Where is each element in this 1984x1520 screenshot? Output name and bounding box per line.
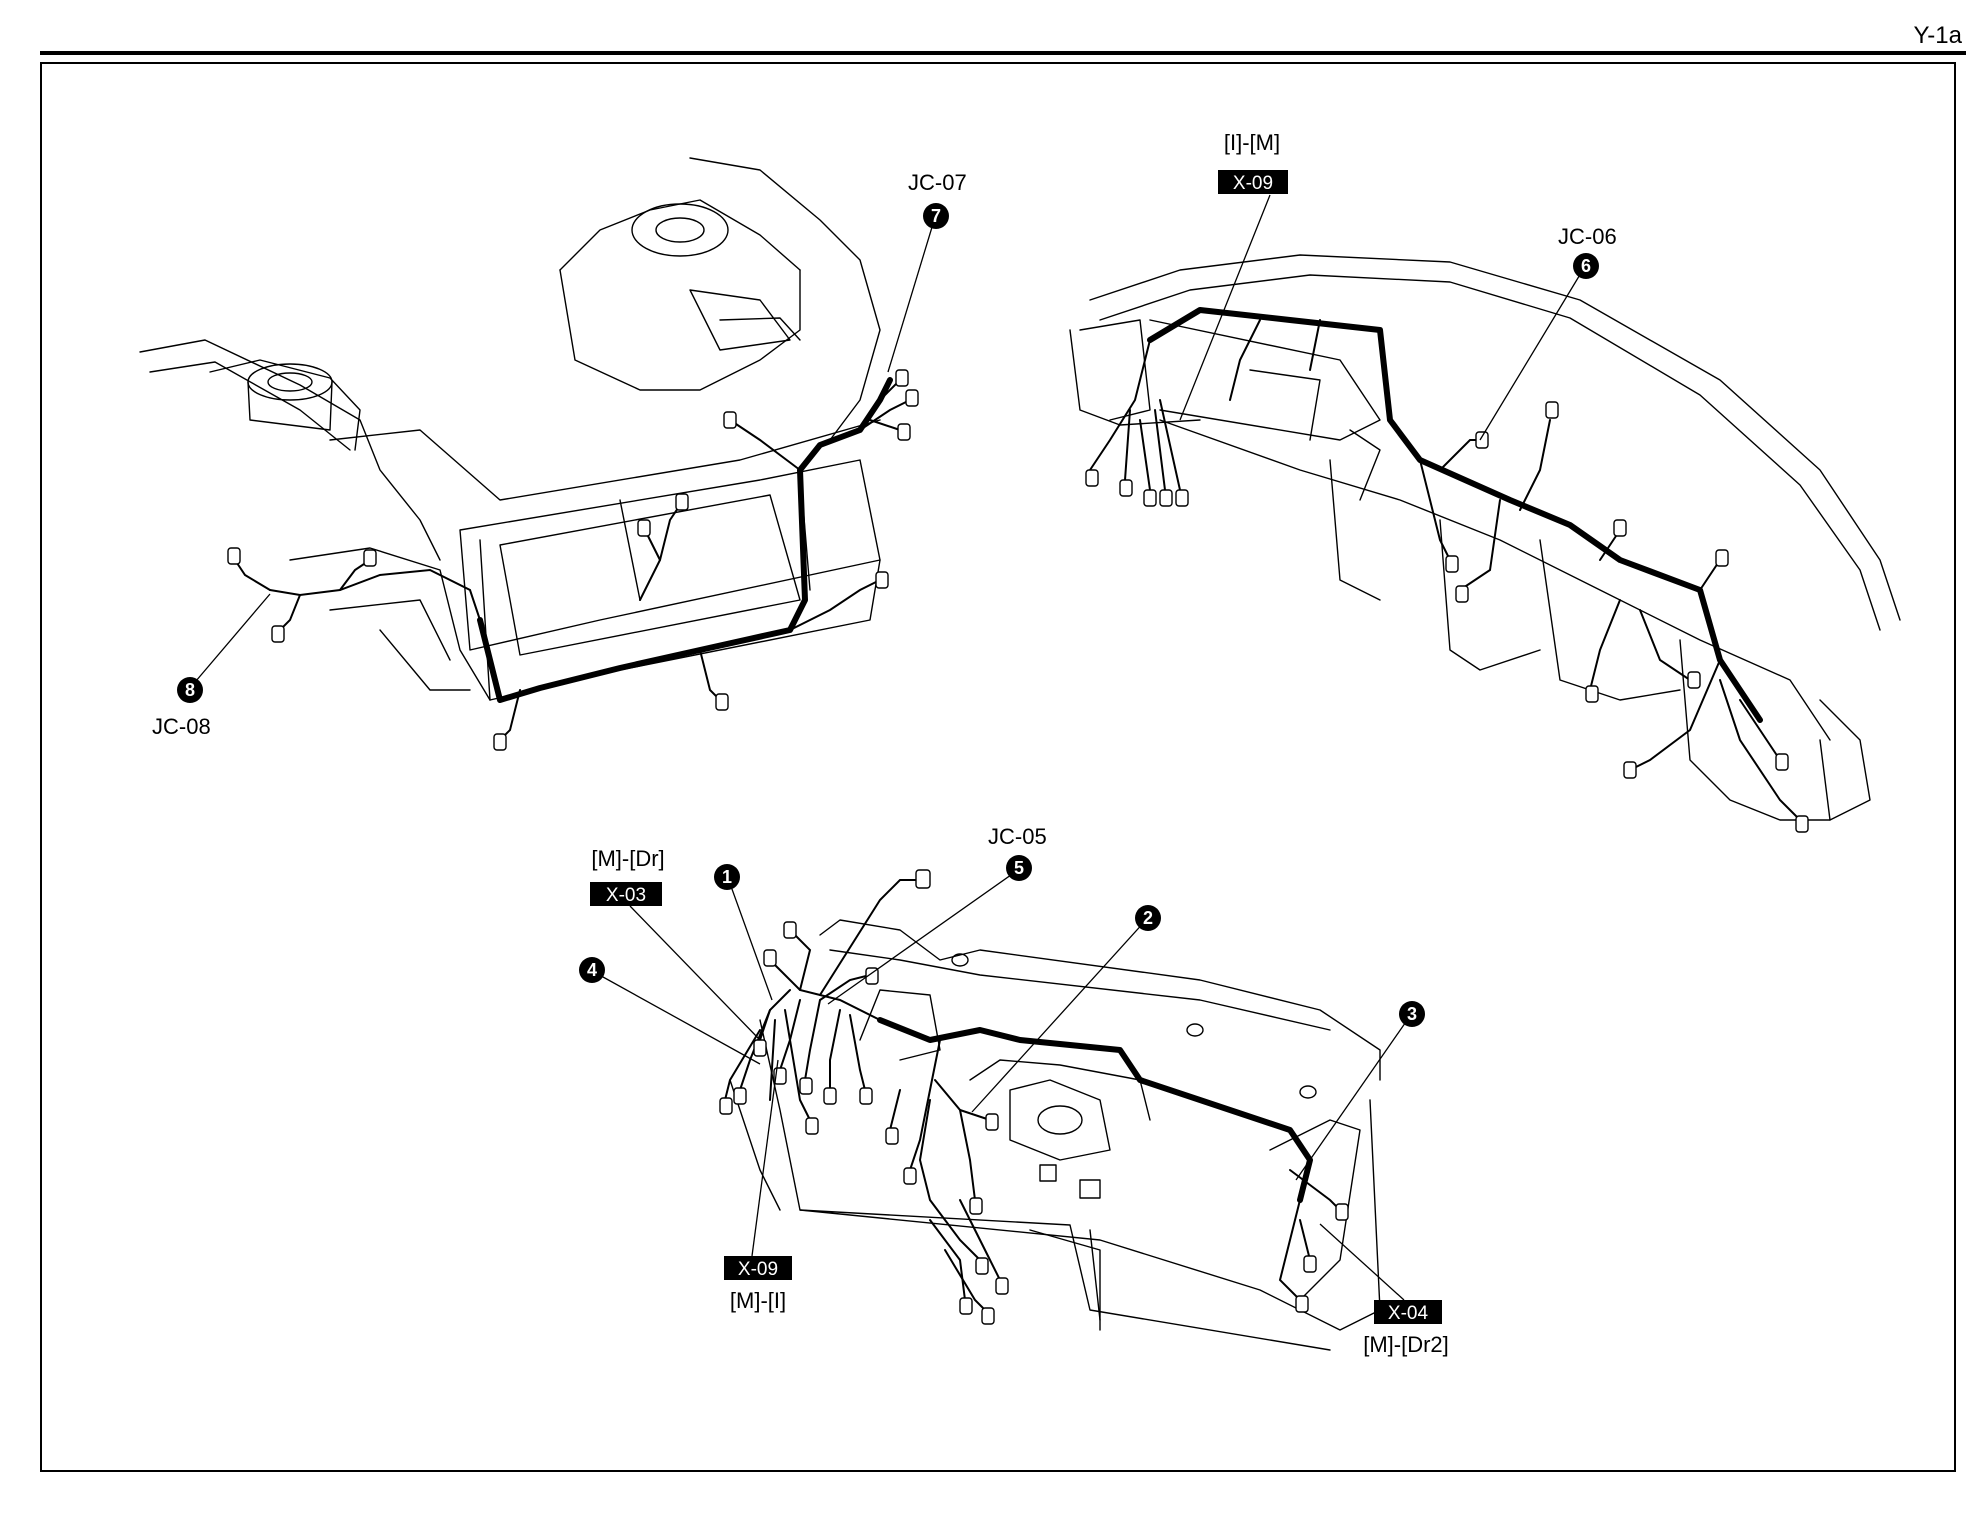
- tag-x09-top: X-09: [1218, 170, 1288, 194]
- tag-x04: X-04: [1374, 1300, 1442, 1324]
- panel-harness-branches: [1089, 319, 1801, 821]
- leader-7: [887, 213, 937, 373]
- label-x04-route: [M]-[Dr2]: [1363, 1332, 1449, 1357]
- svg-text:1: 1: [722, 867, 732, 887]
- label-jc06: JC-06: [1558, 224, 1617, 249]
- leader-5: [827, 869, 1019, 1005]
- leader-4: [593, 971, 761, 1065]
- label-jc07: JC-07: [908, 170, 967, 195]
- callout-8: 8: [177, 677, 203, 703]
- label-x09-top-route: [I]-[M]: [1224, 130, 1280, 155]
- leader-3: [1295, 1015, 1411, 1181]
- svg-text:7: 7: [931, 206, 941, 226]
- svg-text:2: 2: [1143, 908, 1153, 928]
- leader-x03: [629, 905, 761, 1041]
- svg-text:6: 6: [1581, 256, 1591, 276]
- leader-1: [727, 877, 773, 1001]
- callout-2: 2: [1135, 905, 1161, 931]
- engine-harness-branches: [234, 379, 911, 741]
- dash-harness-main: [877, 1017, 1313, 1203]
- leader-2: [971, 919, 1147, 1113]
- panel-harness-main: [1147, 307, 1763, 723]
- dash-connectors: [719, 869, 1349, 1325]
- callout-6: 6: [1573, 253, 1599, 279]
- leader-x09-top: [1179, 194, 1271, 421]
- dash-harness-branches: [724, 879, 1341, 1311]
- dash-panel-drawing: [729, 919, 1381, 1351]
- label-jc08: JC-08: [152, 714, 211, 739]
- engine-compartment-drawing: [139, 157, 881, 701]
- callout-5: 5: [1006, 855, 1032, 881]
- panel-connectors: [1085, 401, 1809, 833]
- leader-x04: [1319, 1223, 1405, 1301]
- svg-text:8: 8: [185, 680, 195, 700]
- label-jc05: JC-05: [988, 824, 1047, 849]
- label-x09-bottom-route: [M]-[I]: [730, 1288, 786, 1313]
- callout-4: 4: [579, 957, 605, 983]
- page-id: Y-1a: [1913, 22, 1963, 49]
- instrument-panel-drawing: [1069, 254, 1901, 821]
- svg-text:X-09: X-09: [738, 1259, 778, 1280]
- diagram-frame: [40, 62, 1956, 1472]
- svg-text:5: 5: [1014, 858, 1024, 878]
- leader-6: [1479, 267, 1585, 441]
- leader-x09-bottom: [751, 1059, 779, 1257]
- callout-1: 1: [714, 864, 740, 890]
- header-rule: [40, 51, 1966, 55]
- tag-x09-bottom: X-09: [724, 1256, 792, 1280]
- callout-3: 3: [1399, 1001, 1425, 1027]
- svg-text:X-09: X-09: [1233, 173, 1273, 194]
- svg-text:4: 4: [587, 960, 597, 980]
- engine-harness-main: [477, 377, 893, 703]
- engine-connectors: [227, 369, 919, 751]
- leader-8: [189, 593, 271, 689]
- tag-x03: X-03: [590, 882, 662, 906]
- svg-text:X-04: X-04: [1388, 1303, 1429, 1324]
- callout-7: 7: [923, 203, 949, 229]
- svg-text:X-03: X-03: [606, 885, 646, 906]
- svg-text:3: 3: [1407, 1004, 1417, 1024]
- label-x03-route: [M]-[Dr]: [591, 846, 664, 871]
